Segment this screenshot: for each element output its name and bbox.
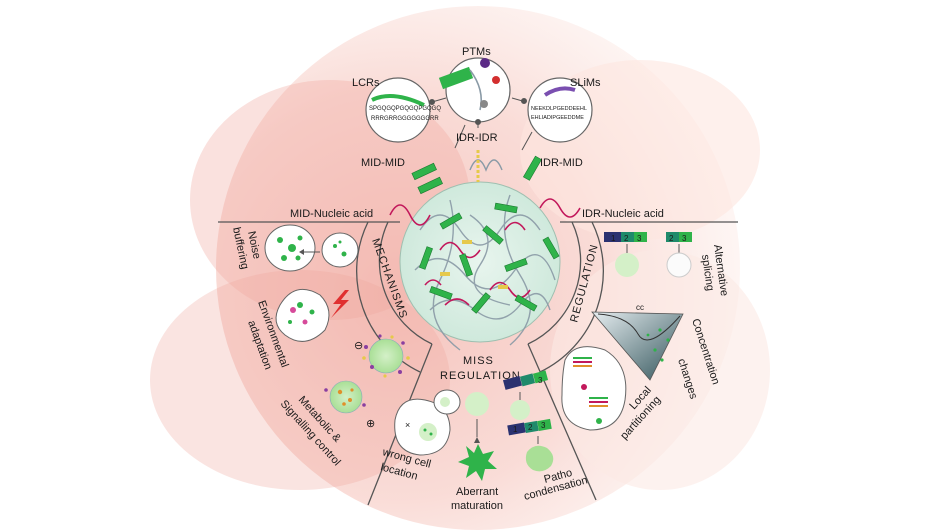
lcrs-label: LCRs bbox=[352, 77, 380, 89]
plus-symbol: ⊕ bbox=[366, 418, 375, 430]
minus-symbol: ⊖ bbox=[354, 340, 363, 352]
ptms-label: PTMs bbox=[462, 46, 491, 58]
lcr-circle: SPGQGQPGQGQPGQGQ RRRGRRGGGGGGGRR bbox=[365, 77, 441, 143]
slims-label: SLiMs bbox=[570, 77, 601, 89]
slim-sequence-2: EHLIADIPGEEDDME bbox=[531, 115, 584, 121]
miss-exon-2: 2 bbox=[528, 423, 533, 432]
miss-exon-3b: 3 bbox=[541, 421, 546, 430]
patho-condensation-panel: 3 1 2 3 bbox=[502, 370, 554, 472]
noise-buffering-label-1: Noise bbox=[245, 230, 263, 260]
motif-connectors bbox=[429, 97, 527, 128]
sector-dividers bbox=[218, 221, 738, 506]
alt-splicing-label-2: splicing bbox=[699, 254, 716, 292]
idr-mid-label: IDR-MID bbox=[540, 157, 583, 169]
metabolic-signalling-panel: ⊖ ⊕ bbox=[324, 334, 410, 430]
aggregate-icon bbox=[458, 444, 497, 481]
reg-exon-2: 2 bbox=[624, 234, 629, 243]
cc-label: cc bbox=[636, 303, 644, 312]
miss-regulation-title-1: MISS bbox=[463, 355, 494, 367]
miss-exon-3: 3 bbox=[538, 376, 543, 385]
concentration-changes-panel: cc bbox=[591, 303, 684, 381]
wrong-cell-location-panel: × bbox=[394, 389, 461, 456]
reg-exon-3: 3 bbox=[637, 234, 642, 243]
aberrant-label-1: Aberrant bbox=[456, 486, 498, 498]
ptm-red-mark bbox=[492, 76, 500, 84]
slim-circle: NEEKDLPGEDDEEHL EHLIADIPGEEDDME bbox=[527, 77, 593, 143]
miss-exon-1: 1 bbox=[513, 425, 518, 434]
wrong-location-x-icon: × bbox=[405, 420, 410, 430]
miss-regulation-title-2: REGULATION bbox=[440, 370, 521, 382]
environmental-adaptation-panel bbox=[275, 288, 349, 342]
lightning-icon bbox=[331, 290, 349, 318]
aberrant-maturation-panel bbox=[458, 392, 497, 481]
reg-exon-1: 1 bbox=[611, 234, 616, 243]
local-partitioning-panel bbox=[561, 346, 627, 431]
ptm-circle bbox=[438, 57, 511, 123]
idr-idr-label: IDR-IDR bbox=[456, 132, 498, 144]
idr-nucleic-acid-label: IDR-Nucleic acid bbox=[582, 208, 664, 220]
noise-buffering-panel bbox=[264, 224, 359, 272]
central-condensate bbox=[399, 181, 561, 351]
aberrant-label-2: maturation bbox=[451, 500, 503, 512]
reg-exon-2b: 2 bbox=[669, 234, 674, 243]
mid-mid-label: MID-MID bbox=[361, 157, 405, 169]
interaction-labels: PTMs LCRs SLiMs IDR-IDR MID-MID IDR-MID … bbox=[290, 46, 664, 220]
slim-sequence-1: NEEKDLPGEDDEEHL bbox=[531, 106, 587, 112]
reg-exon-3b: 3 bbox=[682, 234, 687, 243]
lcr-sequence-1: SPGQGQPGQGQPGQGQ bbox=[369, 106, 441, 112]
alternative-splicing-panel: 1 2 3 2 3 bbox=[604, 232, 692, 278]
lcr-sequence-2: RRRGRRGGGGGGGRR bbox=[371, 116, 439, 122]
interaction-motifs bbox=[389, 124, 581, 226]
ptm-grey-mark bbox=[480, 100, 488, 108]
ptm-purple-mark bbox=[480, 58, 490, 68]
mid-nucleic-acid-label: MID-Nucleic acid bbox=[290, 208, 373, 220]
